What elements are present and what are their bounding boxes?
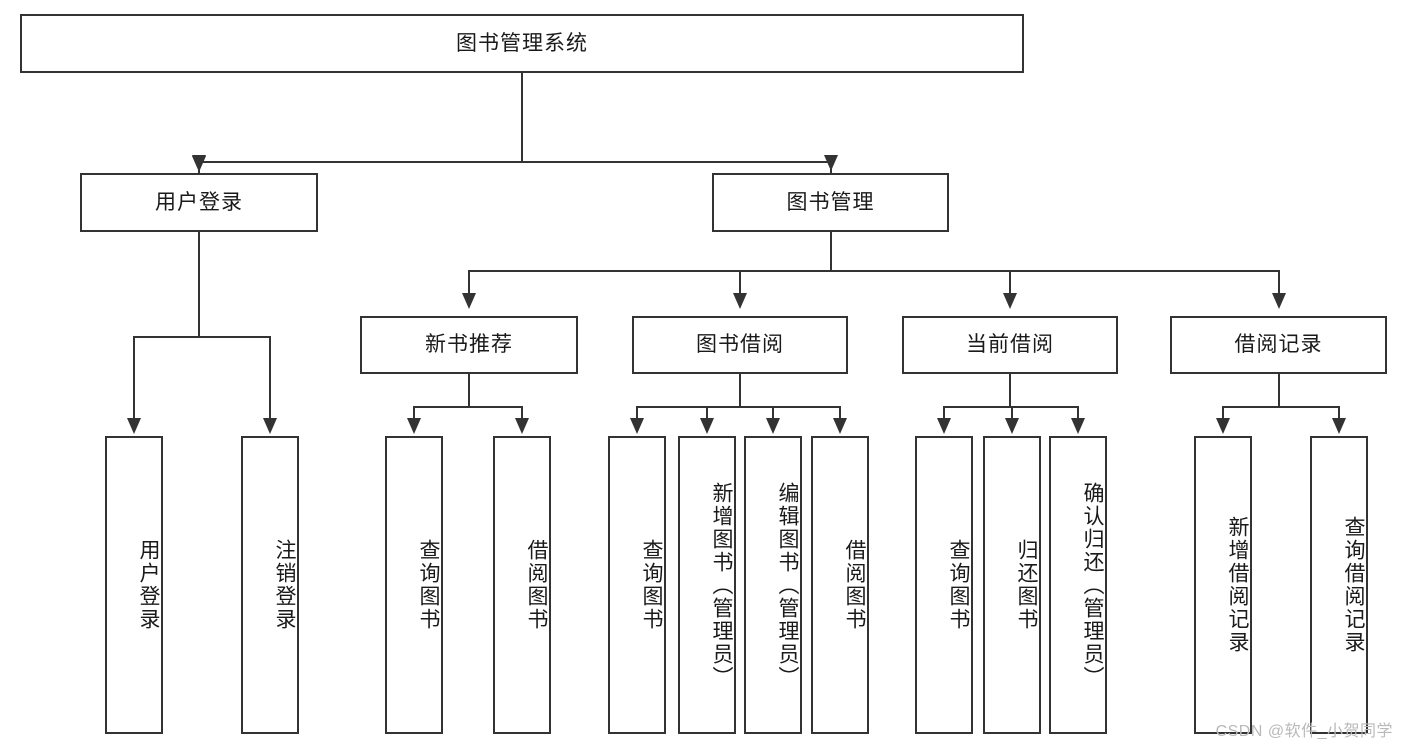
node-label: 图书借阅: [696, 333, 784, 357]
edge-bb-child-3: [772, 406, 774, 420]
edge-br-child-1: [1222, 406, 1224, 420]
arrow-br-leaf-2: [1332, 418, 1346, 434]
arrow-bb-leaf-1: [630, 418, 644, 434]
leaf-bb-edit-book-admin[interactable]: 编辑图书（管理员）: [744, 436, 802, 734]
edge-book-management-stem: [830, 232, 832, 271]
edge-book-borrow-stem: [739, 374, 741, 408]
node-new-book-recommend[interactable]: 新书推荐: [360, 316, 578, 374]
leaf-bb-borrow-book[interactable]: 借阅图书: [811, 436, 869, 734]
arrow-book-borrow: [733, 293, 747, 309]
node-label: 编辑图书（管理员）: [776, 481, 799, 689]
node-label: 用户登录: [137, 539, 160, 631]
node-borrow-record[interactable]: 借阅记录: [1170, 316, 1387, 374]
edge-root-stem: [521, 73, 523, 162]
node-book-management[interactable]: 图书管理: [712, 173, 949, 232]
edge-to-book-borrow: [739, 270, 741, 295]
node-current-borrow[interactable]: 当前借阅: [902, 316, 1118, 374]
node-user-login[interactable]: 用户登录: [80, 173, 318, 232]
node-label: 新书推荐: [425, 333, 513, 357]
edge-book-borrow-bar: [636, 406, 841, 408]
edge-borrow-record-stem: [1278, 374, 1280, 408]
arrow-leaf-user-login: [127, 418, 141, 434]
leaf-cb-query-book[interactable]: 查询图书: [915, 436, 973, 734]
edge-to-new-book: [468, 270, 470, 295]
edge-to-borrow-record: [1278, 270, 1280, 295]
edge-br-child-2: [1338, 406, 1340, 420]
arrow-nb-leaf-2: [515, 418, 529, 434]
edge-bb-child-1: [636, 406, 638, 420]
edge-root-bar: [198, 161, 832, 163]
edge-current-borrow-stem: [1009, 374, 1011, 408]
node-label: 用户登录: [155, 190, 243, 214]
edge-borrow-record-bar: [1222, 406, 1340, 408]
edge-user-login-bar: [133, 336, 270, 338]
node-label: 查询图书: [417, 539, 440, 631]
arrow-bb-leaf-4: [833, 418, 847, 434]
edge-new-book-child-1: [413, 406, 415, 420]
leaf-cb-return-book[interactable]: 归还图书: [983, 436, 1041, 734]
leaf-bb-query-book[interactable]: 查询图书: [608, 436, 666, 734]
node-label: 注销登录: [273, 539, 296, 631]
edge-user-login-child-1: [133, 336, 135, 420]
arrow-cb-leaf-1: [937, 418, 951, 434]
node-label: 图书管理: [786, 190, 875, 214]
leaf-bb-add-book-admin[interactable]: 新增图书（管理员）: [678, 436, 736, 734]
node-book-borrow[interactable]: 图书借阅: [632, 316, 848, 374]
leaf-logout[interactable]: 注销登录: [241, 436, 299, 734]
node-label: 借阅记录: [1234, 333, 1323, 357]
node-label: 归还图书: [1015, 539, 1038, 631]
edge-new-book-bar: [413, 406, 523, 408]
watermark-text: CSDN @软件_小贺同学: [1215, 723, 1393, 740]
node-label: 查询借阅记录: [1342, 516, 1365, 654]
arrow-user-login: [192, 155, 206, 171]
edge-new-book-stem: [468, 374, 470, 408]
node-label: 借阅图书: [843, 539, 866, 631]
arrow-leaf-logout: [263, 418, 277, 434]
node-root-book-management-system[interactable]: 图书管理系统: [20, 14, 1024, 73]
node-label: 新增图书（管理员）: [710, 481, 733, 689]
arrow-new-book: [462, 293, 476, 309]
edge-cb-child-1: [943, 406, 945, 420]
leaf-br-add-record[interactable]: 新增借阅记录: [1194, 436, 1252, 734]
leaf-nb-borrow-book[interactable]: 借阅图书: [493, 436, 551, 734]
edge-level3-bar: [468, 270, 1279, 272]
arrow-bb-leaf-2: [700, 418, 714, 434]
node-label: 查询图书: [640, 539, 663, 631]
node-label: 借阅图书: [525, 539, 548, 631]
arrow-current-borrow: [1003, 293, 1017, 309]
leaf-cb-confirm-return-admin[interactable]: 确认归还（管理员）: [1049, 436, 1107, 734]
node-label: 新增借阅记录: [1226, 516, 1249, 654]
edge-bb-child-4: [839, 406, 841, 420]
arrow-nb-leaf-1: [407, 418, 421, 434]
node-label: 确认归还（管理员）: [1081, 481, 1104, 689]
edge-user-login-stem: [198, 232, 200, 337]
arrow-cb-leaf-3: [1071, 418, 1085, 434]
node-label: 图书管理系统: [456, 31, 588, 55]
edge-bb-child-2: [706, 406, 708, 420]
leaf-user-login[interactable]: 用户登录: [105, 436, 163, 734]
arrow-book-management: [824, 155, 838, 171]
node-label: 查询图书: [947, 539, 970, 631]
edge-to-current-borrow: [1009, 270, 1011, 295]
arrow-br-leaf-1: [1216, 418, 1230, 434]
edge-user-login-child-2: [269, 336, 271, 420]
edge-new-book-child-2: [521, 406, 523, 420]
edge-cb-child-3: [1077, 406, 1079, 420]
arrow-borrow-record: [1272, 293, 1286, 309]
arrow-cb-leaf-2: [1005, 418, 1019, 434]
leaf-br-query-record[interactable]: 查询借阅记录: [1310, 436, 1368, 734]
node-label: 当前借阅: [966, 333, 1054, 357]
arrow-bb-leaf-3: [766, 418, 780, 434]
leaf-nb-query-book[interactable]: 查询图书: [385, 436, 443, 734]
edge-cb-child-2: [1011, 406, 1013, 420]
